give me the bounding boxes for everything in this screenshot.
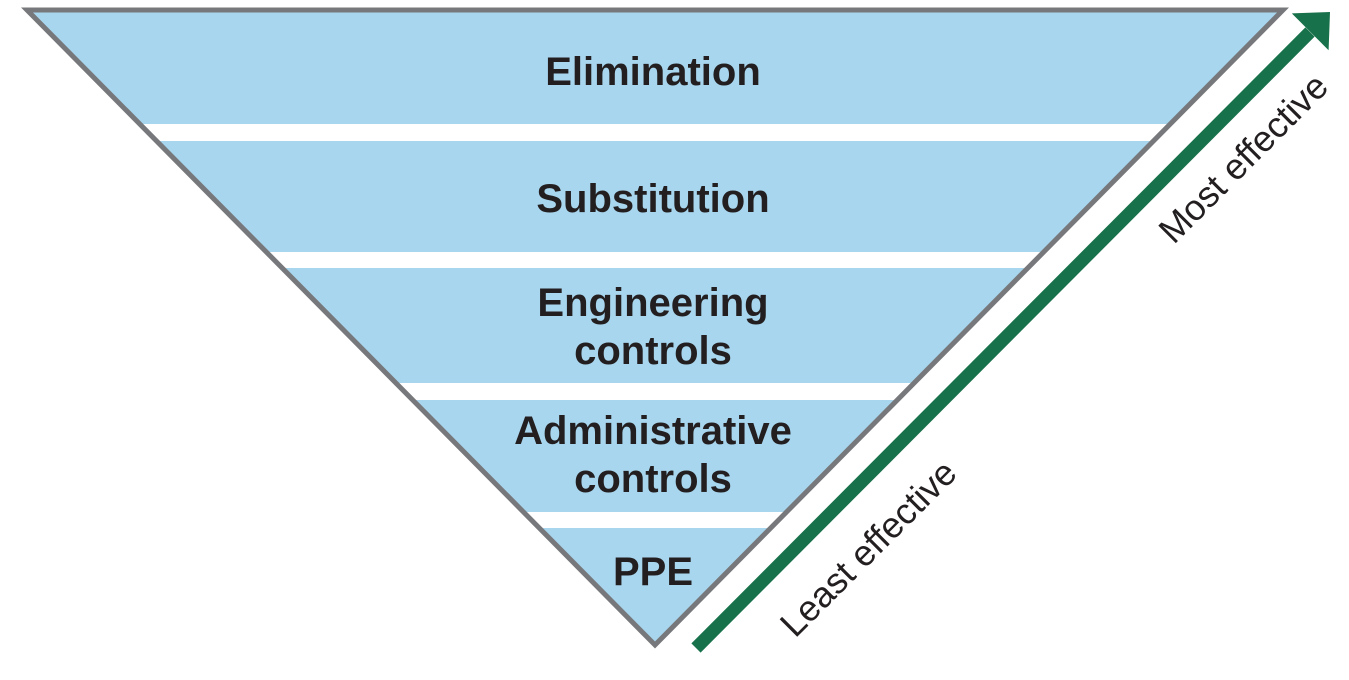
band-separator — [27, 252, 1283, 268]
arrow-shaft — [691, 27, 1315, 653]
effectiveness-arrow — [691, 12, 1330, 653]
pyramid-border — [21, 7, 1289, 649]
level-label-ppe: PPE — [613, 550, 693, 594]
level-label-engineering-controls-line1: Engineering — [537, 281, 768, 325]
arrow-head-icon — [1291, 12, 1330, 51]
level-label-elimination: Elimination — [545, 50, 761, 94]
level-label-engineering-controls-line2: controls — [574, 329, 732, 373]
band-separator — [27, 512, 1283, 528]
level-label-administrative-controls-line1: Administrative — [514, 409, 792, 453]
pyramid-body — [27, 10, 1283, 645]
band-separator — [27, 124, 1283, 141]
level-label-administrative-controls-line2: controls — [574, 457, 732, 501]
level-label-substitution: Substitution — [536, 177, 769, 221]
band-separator — [27, 383, 1283, 400]
level-labels: Elimination Substitution Engineering con… — [514, 50, 792, 594]
